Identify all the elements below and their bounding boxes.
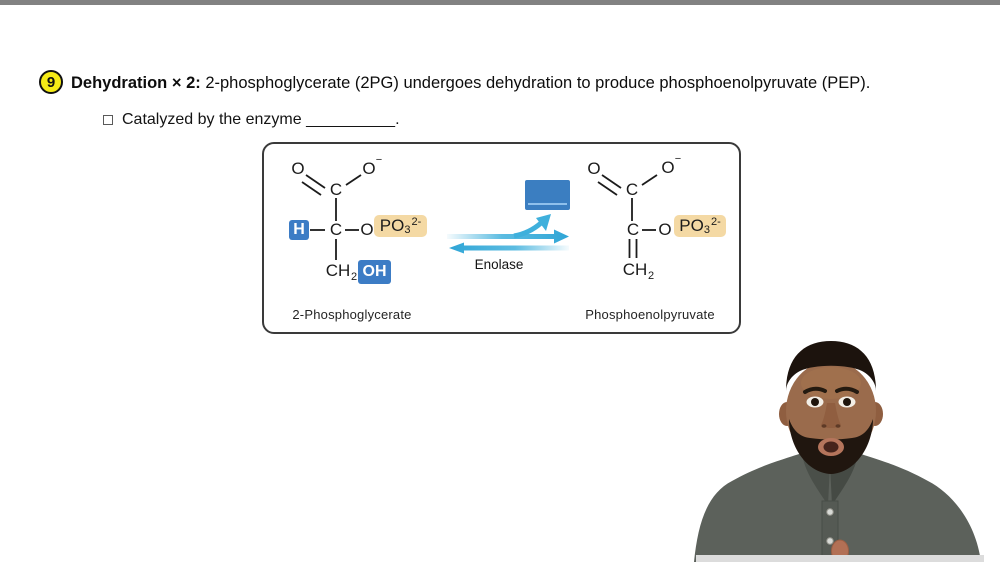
lesson-title-bold: Dehydration × 2: bbox=[71, 74, 201, 92]
hidden-answer-cover bbox=[525, 180, 570, 210]
shirt-button bbox=[826, 537, 834, 545]
right-ch2: CH bbox=[622, 260, 648, 279]
shirt-button bbox=[826, 508, 834, 516]
webcam-bottom-strip bbox=[696, 555, 984, 562]
right-phosphate-sup: 2- bbox=[710, 215, 721, 228]
instructor-eyebrow bbox=[835, 386, 859, 394]
left-h-highlight: H bbox=[289, 220, 309, 240]
left-carboxyl-o: O bbox=[362, 159, 376, 178]
right-o-link: O bbox=[658, 220, 672, 239]
checkbox-bullet-icon bbox=[103, 115, 113, 125]
instructor-nostril bbox=[821, 424, 827, 428]
instructor-pupil bbox=[811, 398, 819, 406]
equilibrium-arrows-icon bbox=[447, 214, 569, 254]
enzyme-label: Enolase bbox=[474, 257, 524, 272]
left-o-link: O bbox=[360, 220, 374, 239]
right-molecule-name: Phosphoenolpyruvate bbox=[585, 307, 715, 322]
step-number: 9 bbox=[46, 73, 56, 91]
left-phosphate-sub: 3 bbox=[404, 224, 411, 236]
right-phosphate-group: PO bbox=[679, 216, 704, 235]
hidden-answer-cover-line bbox=[528, 202, 567, 205]
lesson-title-rest: 2-phosphoglycerate (2PG) undergoes dehyd… bbox=[200, 74, 871, 92]
right-c1: C bbox=[625, 180, 639, 199]
instructor-eyebrow bbox=[803, 386, 827, 394]
left-carbonyl-o: O bbox=[291, 159, 305, 178]
left-c1: C bbox=[329, 180, 343, 199]
right-carboxyl-o: O bbox=[661, 158, 675, 177]
instructor-pupil bbox=[843, 398, 851, 406]
right-c2: C bbox=[626, 220, 640, 239]
left-ch2-sub: 2 bbox=[350, 271, 358, 283]
left-ch2: CH bbox=[325, 261, 351, 280]
instructor-forehead bbox=[801, 367, 861, 399]
bullet-row: Catalyzed by the enzyme __________. bbox=[103, 111, 400, 129]
bullet-text: Catalyzed by the enzyme __________. bbox=[122, 111, 400, 128]
instructor-nose bbox=[821, 403, 841, 428]
step-number-badge: 9 bbox=[39, 70, 63, 94]
left-oh-highlight: OH bbox=[358, 260, 391, 284]
left-phosphate-highlight: PO 3 2- bbox=[374, 215, 427, 237]
right-phosphate-highlight: PO 3 2- bbox=[674, 215, 726, 237]
instructor-mouth bbox=[823, 441, 839, 453]
instructor-hair bbox=[786, 341, 876, 391]
top-bar bbox=[0, 0, 1000, 5]
left-c2: C bbox=[329, 220, 343, 239]
branch-arrow-icon bbox=[513, 221, 543, 239]
reaction-diagram: O O − C H C O PO 3 2- CH 2 OH 2-Phosphog… bbox=[262, 142, 741, 334]
left-h-label: H bbox=[293, 221, 305, 238]
instructor-video bbox=[694, 341, 984, 562]
instructor-nostril bbox=[835, 424, 841, 428]
left-molecule-name: 2-Phosphoglycerate bbox=[292, 307, 412, 322]
left-phosphate-sup: 2- bbox=[411, 215, 422, 228]
left-oh-label: OH bbox=[362, 263, 387, 280]
left-phosphate-group: PO bbox=[379, 216, 405, 235]
right-carbonyl-o: O bbox=[587, 159, 601, 178]
right-phosphate-sub: 3 bbox=[703, 224, 710, 236]
right-ch2-sub: 2 bbox=[647, 270, 655, 282]
lesson-title: Dehydration × 2: 2-phosphoglycerate (2PG… bbox=[71, 74, 870, 93]
right-carboxyl-charge: − bbox=[674, 153, 682, 165]
left-carboxyl-charge: − bbox=[375, 154, 383, 166]
